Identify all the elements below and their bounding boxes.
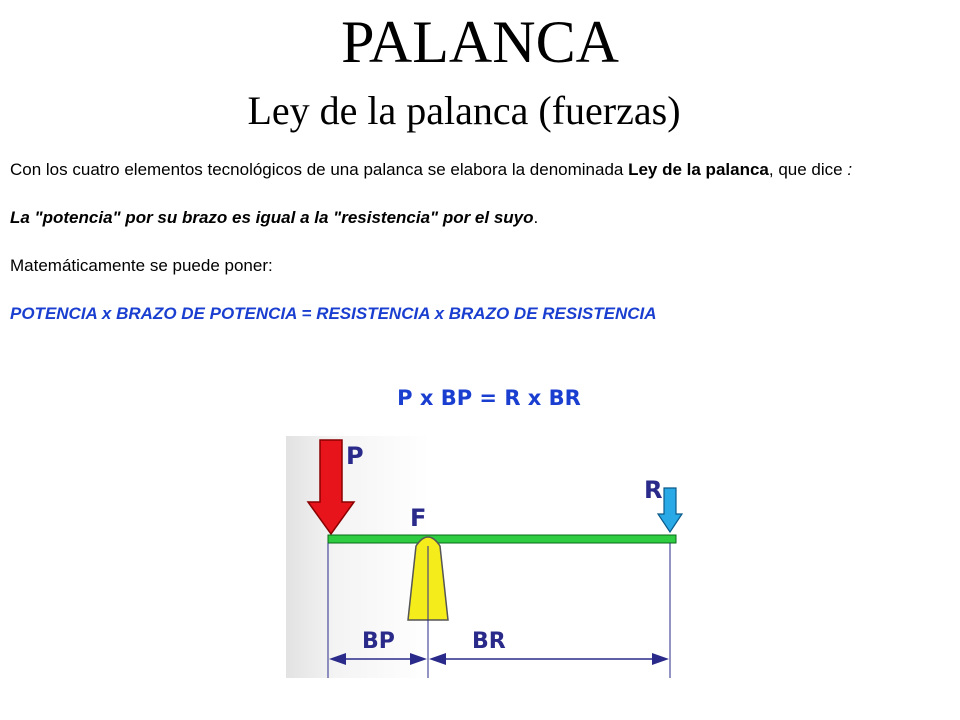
bp-label: BP <box>362 629 395 654</box>
body-text: Con los cuatro elementos tecnológicos de… <box>10 158 910 326</box>
br-arrowhead-left <box>429 653 446 665</box>
intro-text-after: , que dice <box>768 160 848 179</box>
intro-paragraph: Con los cuatro elementos tecnológicos de… <box>10 158 910 182</box>
bp-arrowhead-right <box>410 653 427 665</box>
br-arrowhead-right <box>652 653 669 665</box>
lever-diagram: P R F BP BR <box>286 436 698 678</box>
page-title: PALANCA <box>341 9 619 75</box>
resistencia-arrow <box>656 487 684 534</box>
formula-short: P x BP = R x BR <box>397 386 581 410</box>
intro-colon: : <box>847 160 853 179</box>
intro-bold-term: Ley de la palanca <box>628 160 769 179</box>
lever-bar <box>327 534 677 544</box>
law-paragraph: La "potencia" por su brazo es igual a la… <box>10 206 910 230</box>
fulcro-label: F <box>410 504 426 532</box>
diagram-background <box>286 436 698 678</box>
bp-arrowhead-left <box>329 653 346 665</box>
lever-diagram-svg: P R F BP BR <box>286 436 698 678</box>
law-period: . <box>533 208 539 227</box>
math-intro: Matemáticamente se puede poner: <box>10 256 273 275</box>
page-subtitle: Ley de la palanca (fuerzas) <box>247 88 681 133</box>
potencia-arrow <box>306 439 356 536</box>
br-label: BR <box>472 629 506 654</box>
formula-long: POTENCIA x BRAZO DE POTENCIA = RESISTENC… <box>10 304 657 323</box>
potencia-label: P <box>346 442 364 470</box>
law-text: La "potencia" por su brazo es igual a la… <box>10 208 534 227</box>
intro-text-before: Con los cuatro elementos tecnológicos de… <box>10 160 629 179</box>
resistencia-label: R <box>644 476 662 504</box>
